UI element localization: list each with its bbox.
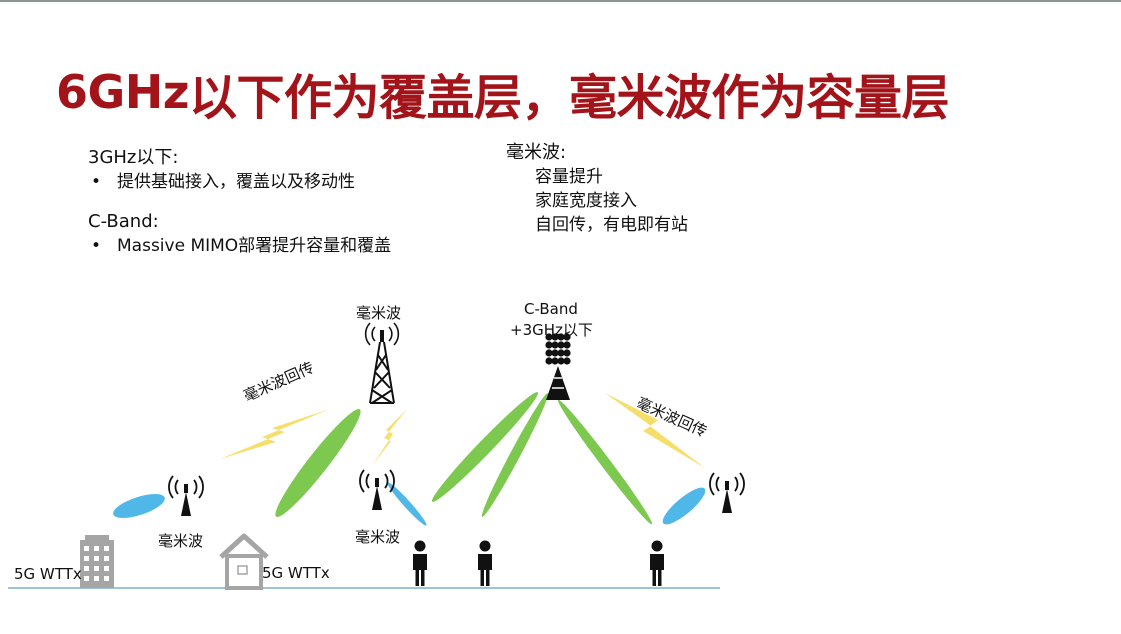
user-person-icon bbox=[413, 540, 427, 586]
cband-tower-label-line2: +3GHz以下 bbox=[510, 321, 593, 339]
mmwave-heading: 毫米波: bbox=[506, 142, 567, 163]
green-beam bbox=[431, 392, 539, 502]
wttx-building-label: 5G WTTx bbox=[14, 565, 82, 583]
user-person-icon bbox=[478, 540, 492, 586]
small-cell-antenna-icon bbox=[709, 472, 745, 514]
lightning-bolt-left bbox=[220, 409, 330, 459]
section1-heading: 3GHz以下: bbox=[88, 147, 179, 168]
section2-heading: C-Band: bbox=[88, 211, 159, 232]
lightning-bolt-right bbox=[605, 393, 705, 468]
section1-bullet: •提供基础接入，覆盖以及移动性 bbox=[91, 172, 355, 192]
slide-title: 6GHz以下作为覆盖层，毫米波作为容量层 bbox=[56, 58, 1116, 128]
small-cell-label-left: 毫米波 bbox=[158, 532, 204, 550]
slide-title-part2: 以下作为覆盖层，毫米波作为容量层 bbox=[189, 70, 950, 126]
building-icon bbox=[80, 535, 114, 588]
small-cell-antenna-icon bbox=[168, 475, 204, 517]
green-beam bbox=[275, 409, 361, 517]
blue-beam bbox=[387, 482, 427, 526]
small-cell-label-center: 毫米波 bbox=[355, 528, 401, 546]
lightning-bolt-center bbox=[372, 409, 407, 466]
mmwave-tower-icon bbox=[364, 322, 400, 404]
section2-bullet: •Massive MIMO部署提升容量和覆盖 bbox=[91, 236, 392, 256]
green-beam bbox=[481, 393, 549, 517]
mmwave-line: 自回传，有电即有站 bbox=[535, 215, 688, 235]
blue-beam bbox=[113, 494, 165, 518]
green-beam bbox=[557, 399, 653, 525]
user-person-icon bbox=[650, 540, 664, 586]
wttx-house-label: 5G WTTx bbox=[262, 564, 330, 582]
mmwave-tower-label: 毫米波 bbox=[356, 304, 402, 322]
cband-tower-label-line1: C-Band bbox=[524, 300, 578, 318]
right-text-block: 毫米波: 容量提升 家庭宽度接入 自回传，有电即有站 bbox=[506, 141, 688, 237]
mmwave-line: 家庭宽度接入 bbox=[535, 191, 637, 211]
cband-tower-icon bbox=[545, 333, 571, 400]
mmwave-line: 容量提升 bbox=[535, 167, 603, 187]
left-text-block: 3GHz以下: •提供基础接入，覆盖以及移动性 C-Band: •Massive… bbox=[88, 146, 391, 258]
house-icon bbox=[219, 533, 269, 590]
small-cell-antenna-icon bbox=[359, 469, 395, 511]
slide-title-part1: 6GHz bbox=[56, 65, 190, 119]
blue-beam bbox=[662, 487, 706, 525]
top-divider bbox=[0, 0, 1121, 2]
